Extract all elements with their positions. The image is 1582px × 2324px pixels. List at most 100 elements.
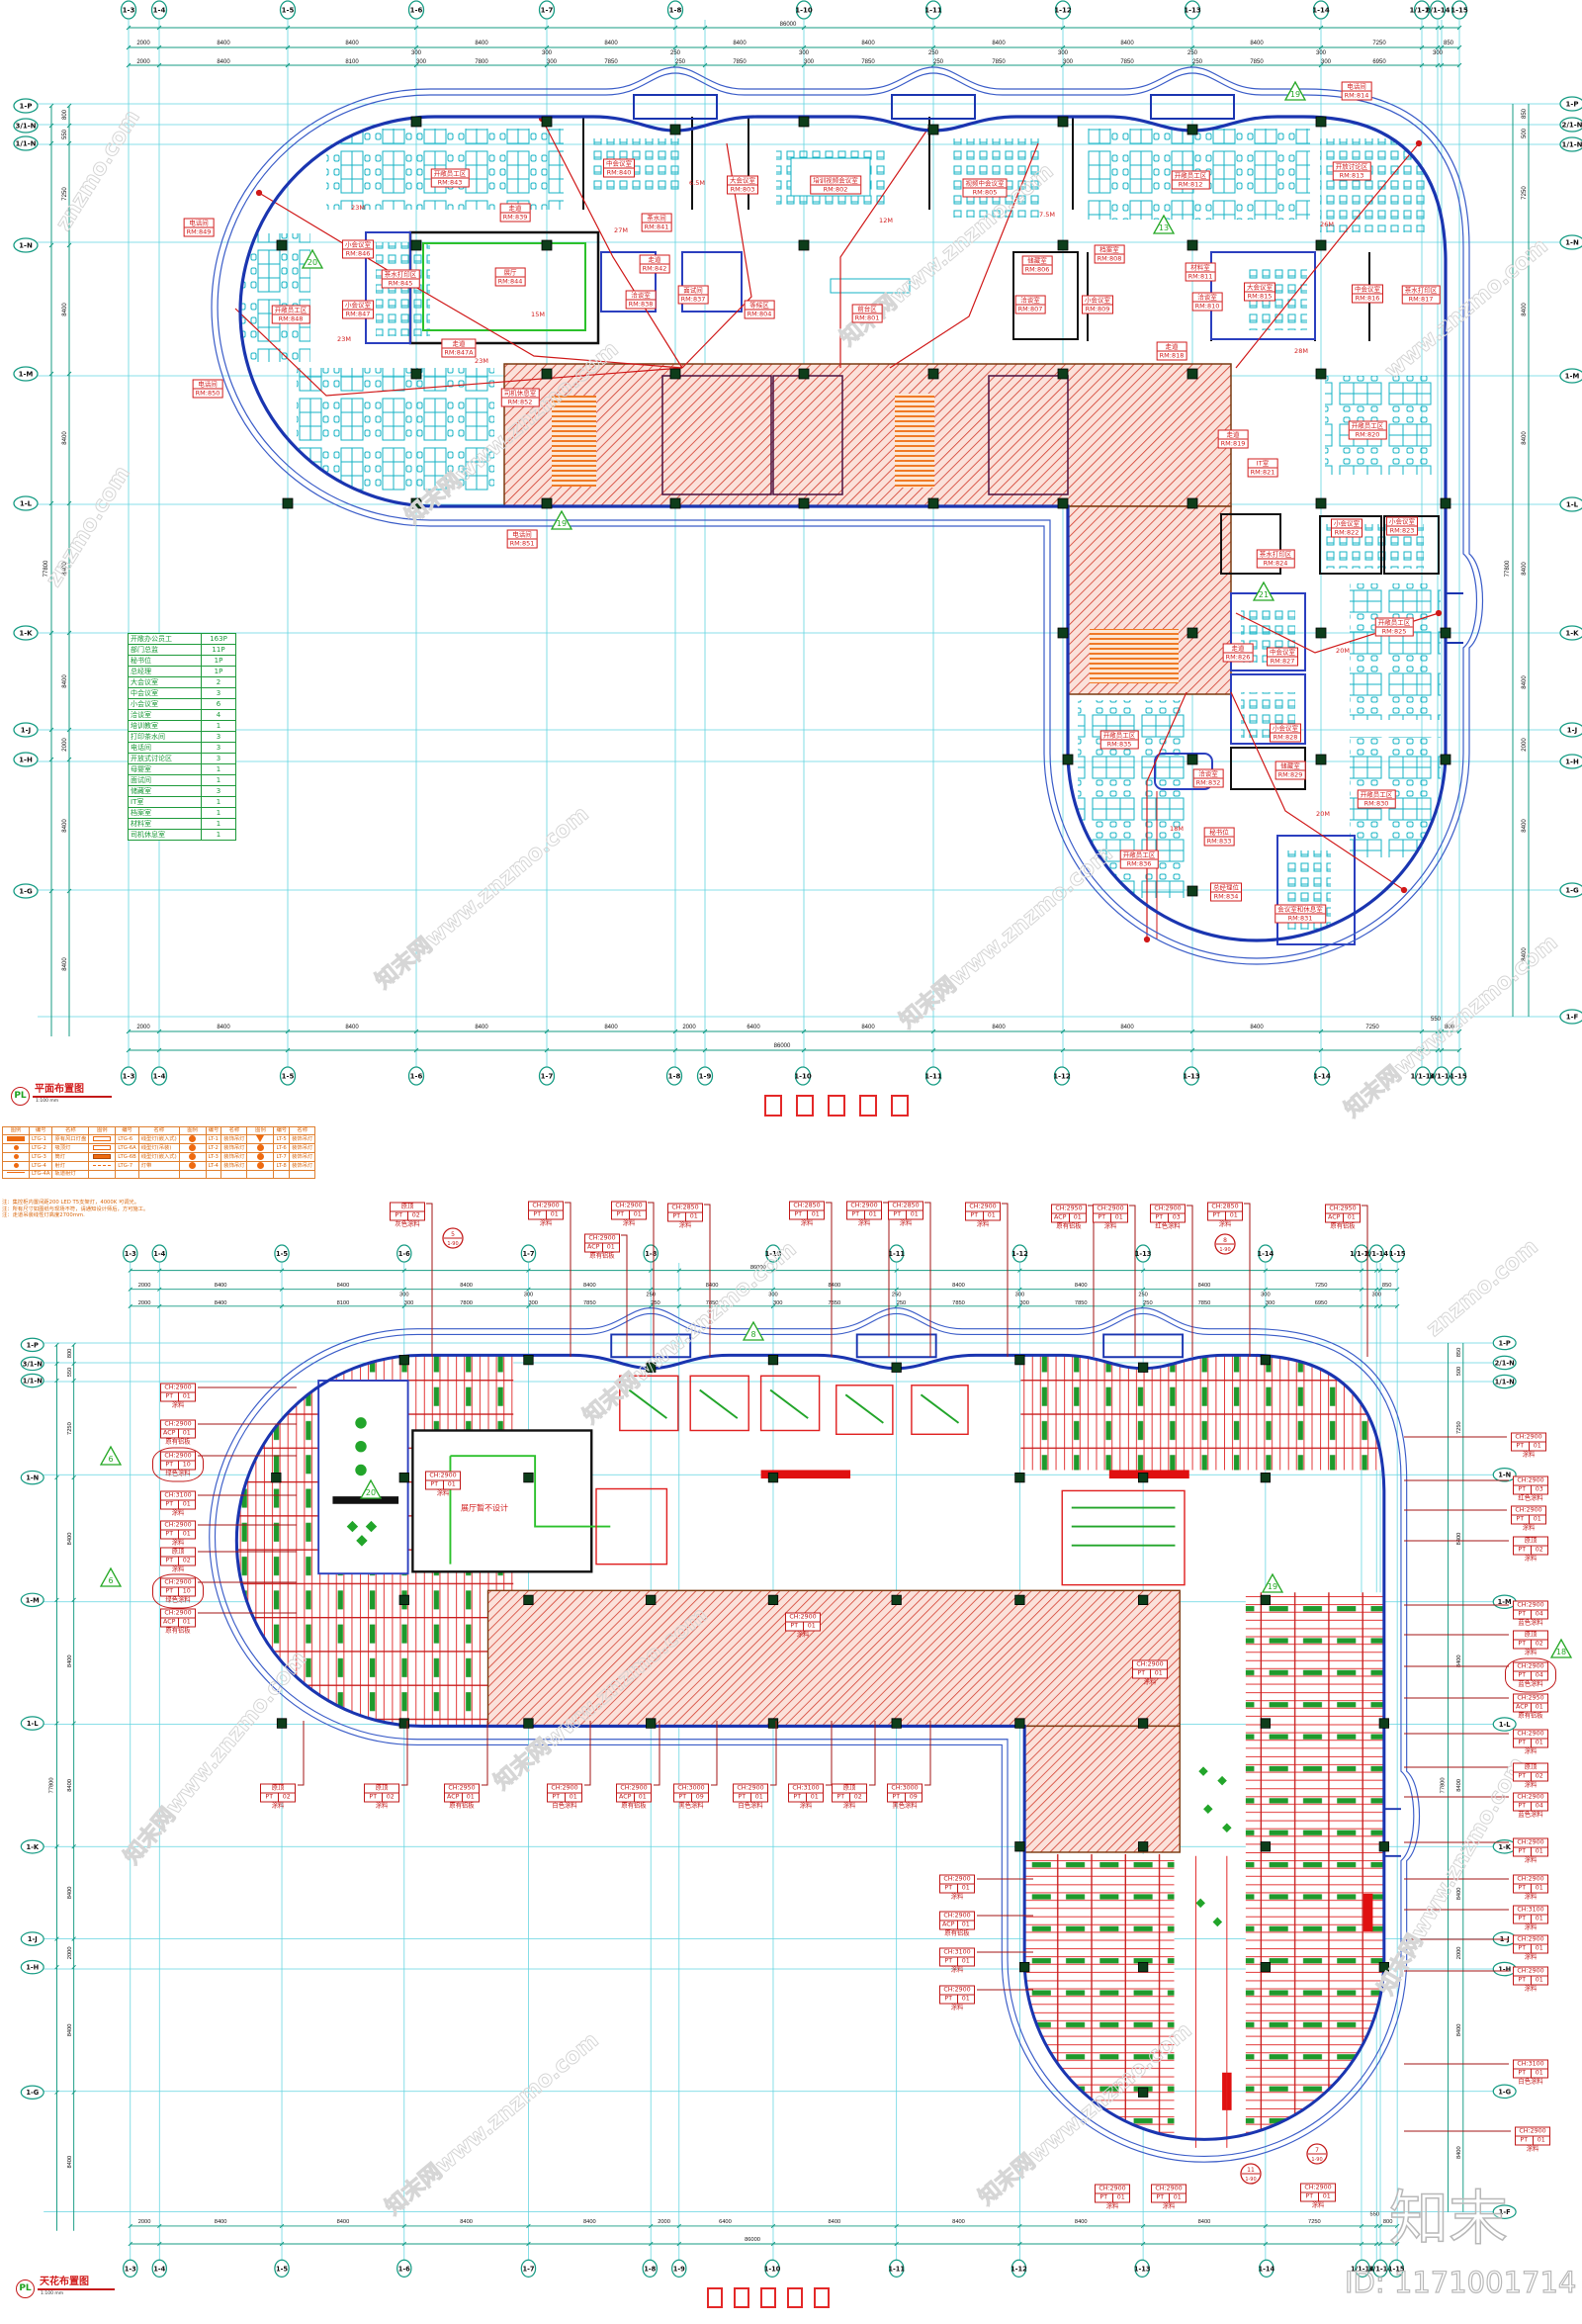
finish-code: PT [161, 1530, 179, 1539]
legend-symbol-cell [246, 1152, 275, 1162]
pendant-cone-icon [256, 1135, 265, 1142]
axis-bubble [407, 1066, 425, 1086]
legend-code: LT-7 [273, 1152, 291, 1162]
tag-leader-line [648, 1202, 655, 1357]
dimension-tick [930, 45, 936, 50]
finish-material: 涂料 [171, 1539, 185, 1547]
finish-material: 涂料 [1105, 2202, 1119, 2210]
legend-symbol-cell [246, 1143, 275, 1153]
axis-bubble [13, 118, 39, 134]
axis-bubble [1053, 1066, 1071, 1086]
dimension-tick [1456, 45, 1462, 50]
dimension-tick [413, 62, 419, 68]
revision-number: 20 [366, 1488, 376, 1497]
callout-sheet-ref: 1-90 [447, 1241, 458, 1247]
program-quantity: 3 [201, 742, 236, 754]
finish-code: PT [888, 1793, 906, 1802]
axis-bubble [279, 0, 297, 20]
row-axis-left: 1/1-N [13, 135, 39, 151]
dimension-value: 8400 [62, 431, 68, 445]
dashed-line-icon [93, 1164, 112, 1166]
room-name: 大会议室 [1245, 283, 1274, 293]
dimension-tick [156, 1047, 162, 1053]
revision-number: 19 [1290, 90, 1300, 99]
column-axis-bottom: 1-5 [279, 1066, 297, 1086]
finish-material: 涂料 [950, 1893, 964, 1901]
axis-label: 1-4 [153, 7, 166, 15]
revision-triangle: 20 [359, 1478, 383, 1499]
axis-label: 1-M [19, 371, 34, 379]
legend-code [205, 1170, 222, 1179]
finish-code: PT [161, 1500, 179, 1509]
room-number: RM:823 [1389, 526, 1415, 535]
revision-triangle: 20 [301, 248, 324, 269]
revision-triangle: 19 [550, 509, 573, 530]
finish-material: 涂料 [899, 1219, 913, 1227]
finish-code: PT [1151, 1213, 1169, 1222]
dimension-tick [48, 727, 54, 733]
dimension-tick [156, 25, 162, 31]
axis-label: 1-15 [1450, 1073, 1467, 1081]
axis-label: 1-K [19, 630, 33, 638]
egress-distance: 20M [1336, 647, 1350, 655]
ceiling-height: CH:2900 [1514, 1876, 1547, 1885]
axis-label: 1-N [19, 242, 33, 250]
program-item: 总经理 [128, 666, 202, 677]
dimension-value: 8400 [733, 41, 747, 46]
core-hatch [503, 363, 1232, 507]
legend-code: LT-4 [205, 1161, 222, 1171]
program-item: 打印茶水间 [128, 731, 202, 743]
axis-label: 1-3 [123, 1073, 135, 1081]
program-item: 档案室 [128, 807, 202, 819]
finish-code: PT [889, 1210, 907, 1219]
egress-distance: 12M [879, 217, 893, 224]
finish-material: 涂料 [171, 1565, 185, 1573]
finish-code: PT [161, 1461, 179, 1470]
detail-callout: 51-90 [442, 1227, 464, 1249]
room-name: 开敞员工区 [1358, 790, 1395, 800]
dimension-tick [1318, 25, 1324, 31]
dimension-tick [1419, 25, 1425, 31]
ceiling-height: 原顶 [1514, 1764, 1547, 1773]
legend-note: 注：走道吊装线性灯高度2700mm. [2, 1212, 85, 1218]
linear-light [332, 1496, 399, 1504]
tag-leader-line [924, 1721, 931, 1786]
dimension-tick [801, 62, 807, 68]
finish-material: 涂料 [842, 1802, 856, 1810]
legend-name: 灯带 [137, 1161, 180, 1171]
room-number: RM:813 [1339, 171, 1364, 180]
finish-material: 白色涂料 [738, 1802, 763, 1810]
dimension-tick [672, 1047, 678, 1053]
finish-material: 涂料 [796, 1631, 810, 1639]
program-quantity: 11P [201, 644, 236, 656]
site-watermark: 知末网www.znzmo.com [974, 2017, 1197, 2211]
room-name: 中会议室 [1268, 648, 1297, 658]
finish-material: 涂料 [678, 1221, 692, 1229]
finish-code: PT [1133, 1669, 1151, 1678]
legend-name: 筒灯 [51, 1152, 90, 1162]
ceiling-height: 原顶 [833, 1785, 866, 1794]
egress-distance: 20M [1316, 810, 1330, 818]
finish-code: ACP [940, 1921, 958, 1929]
axis-label: 1-J [21, 727, 31, 735]
